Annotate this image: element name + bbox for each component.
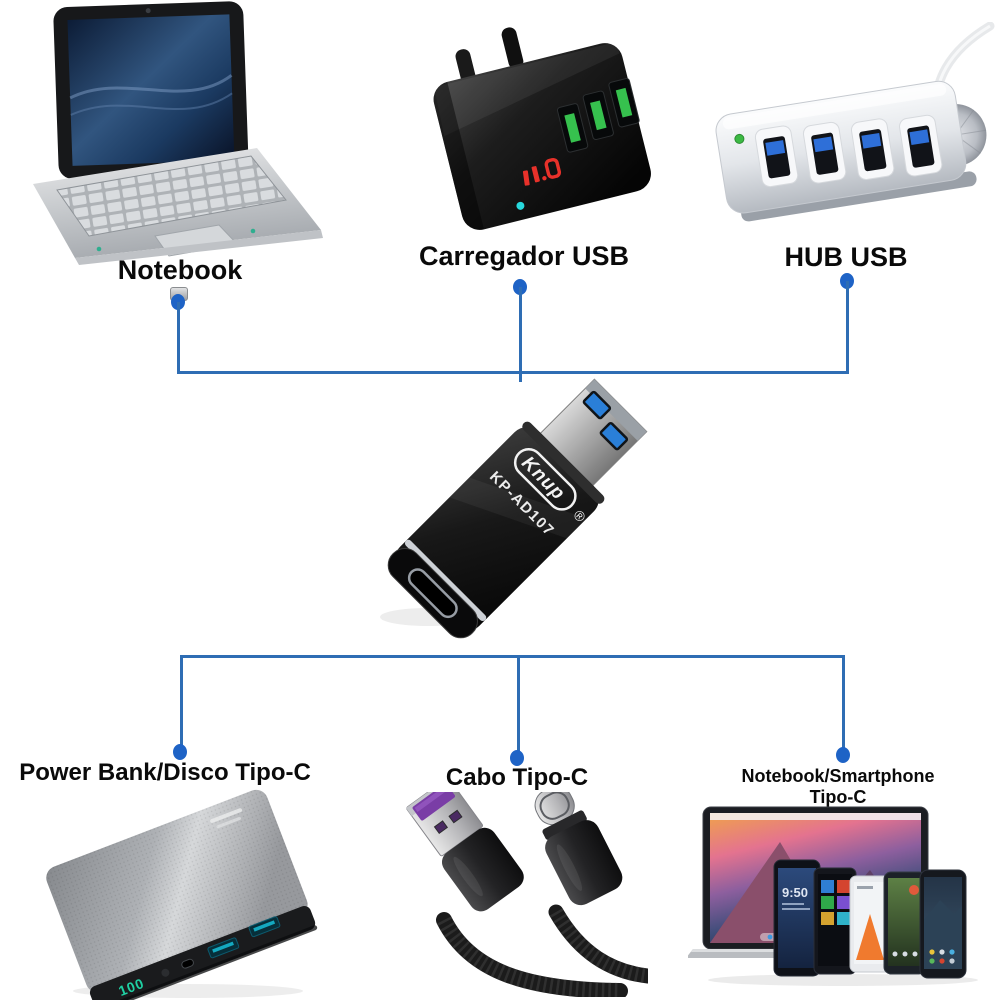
label-power-bank: Power Bank/Disco Tipo-C [19, 759, 311, 786]
connector-line [516, 655, 520, 753]
usb-c-cable-image [406, 792, 648, 997]
charger-led-display [522, 157, 562, 186]
notebook-keyboard [56, 155, 287, 237]
usb-a-connector [406, 792, 524, 912]
power-bank-image: 100 [46, 789, 318, 1000]
label-notebook: Notebook [117, 255, 243, 285]
hub-usb-port [802, 121, 847, 184]
webcam-icon [145, 8, 151, 14]
hub-usb-port [754, 125, 799, 188]
smartphone [883, 871, 927, 975]
charger-body [433, 43, 651, 230]
connector-line [179, 655, 183, 747]
usb-c-port [181, 958, 194, 969]
notebook-screen [53, 1, 249, 179]
usb-c-connector [534, 792, 623, 906]
smartphone: 9:50 [773, 859, 821, 977]
label-line2: Tipo-C [809, 787, 867, 807]
label-carregador-usb: Carregador USB [418, 241, 630, 271]
usb-hub-image [715, 22, 995, 222]
connector-line [841, 655, 845, 750]
connector-line [518, 287, 522, 382]
phone-clock: 9:50 [782, 885, 808, 900]
connector-dot-powerbank [173, 744, 187, 760]
label-line1: Notebook/Smartphone [741, 766, 935, 786]
braided-cable [436, 904, 648, 997]
smartphone [849, 875, 891, 973]
label-hub-usb: HUB USB [784, 242, 908, 272]
label-cabo-tipo-c: Cabo Tipo-C [445, 764, 589, 791]
connector-line [176, 371, 849, 374]
connector-line [845, 281, 849, 374]
smartphone [813, 867, 857, 975]
hub-power-led [734, 133, 745, 144]
devices-image: 9:50 [688, 806, 978, 986]
charger-usb-ports [556, 77, 640, 153]
usb-c-socket [387, 539, 487, 639]
plug-prong [501, 27, 524, 69]
adapter-image: Knup ® KP-AD107 [380, 378, 648, 639]
hub-usb-port [850, 118, 895, 180]
smartphone [919, 869, 967, 979]
charger-power-led [516, 201, 525, 210]
connector-line [176, 302, 180, 374]
power-button [161, 968, 170, 977]
connector-line [179, 655, 845, 658]
connector-dot-cable [510, 750, 524, 766]
label-notebook-smartphone: Notebook/Smartphone Tipo-C [741, 766, 934, 808]
hub-usb-port [899, 114, 943, 177]
notebook-image [33, 1, 323, 265]
usb-charger-image [433, 27, 651, 230]
connector-dot-devices [836, 747, 850, 763]
